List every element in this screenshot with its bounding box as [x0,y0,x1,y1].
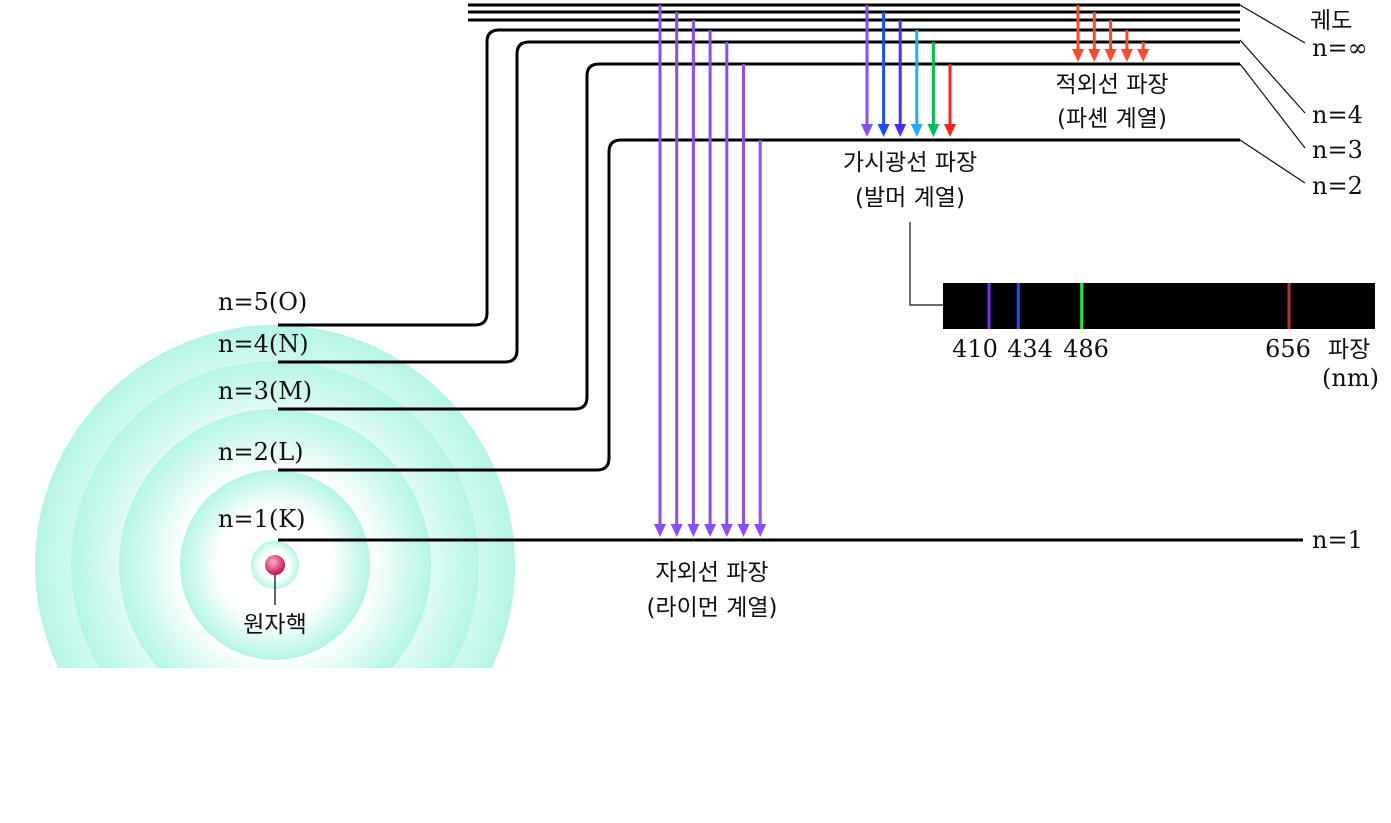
balmer-arrow [861,5,873,137]
shell-label-5: n=5(O) [218,288,307,316]
shell-label-4: n=4(N) [218,330,309,358]
nucleus [265,555,285,575]
lyman-label-1: 자외선 파장 [655,560,768,586]
level-n2 [278,138,1240,472]
level-n3 [278,62,1240,411]
paschen-arrow [1072,5,1084,62]
balmer-label-1: 가시광선 파장 [843,150,977,176]
lyman-arrow [754,140,767,537]
balmer-arrow [927,42,940,137]
spectrum-bar [943,283,1375,329]
spectrum-unit: (nm) [1322,364,1379,392]
leader-n3 [1239,63,1306,149]
spectrum-tick-label: 410 [952,335,998,363]
orbit-title: 궤도 [1310,8,1352,34]
paschen-label-1: 적외선 파장 [1055,72,1168,98]
lyman-arrow [654,5,666,537]
balmer-arrow [877,12,890,137]
paschen-arrow [1088,12,1101,62]
leader-n2 [1239,139,1306,184]
paschen-arrow [1120,30,1133,62]
label-n-inf: n=∞ [1312,34,1368,62]
lyman-label-2: (라이먼 계열) [646,595,777,621]
paschen-arrow [1104,20,1117,62]
paschen-arrow [1137,42,1150,62]
lyman-arrow [670,12,683,537]
paschen-label-2: (파셴 계열) [1057,106,1167,132]
lyman-arrow [704,30,717,537]
lyman-arrow [687,20,700,537]
balmer-arrow [944,64,956,137]
balmer-arrow [894,20,907,137]
leader-n4 [1239,39,1306,114]
shell-label-3: n=3(M) [218,377,312,405]
nucleus-label: 원자핵 [243,612,306,638]
lyman-arrow [737,64,750,537]
spectrum-tick-label: 656 [1265,335,1311,363]
shell-label-2: n=2(L) [218,438,304,466]
spectrum-axis-label: 파장 [1328,337,1370,363]
label-n2: n=2 [1312,172,1363,200]
label-n3: n=3 [1312,136,1363,164]
balmer-label-2: (발머 계열) [855,185,965,211]
spectrum-lines: 410 434 486 656 [952,283,1311,363]
level-n5 [278,28,1240,327]
leader-n-inf [1239,4,1306,44]
transition-arrows [654,5,1150,537]
shell-label-1: n=1(K) [218,505,306,533]
label-n1: n=1 [1312,526,1363,554]
spectrum-tick-label: 486 [1063,335,1109,363]
lyman-arrow [720,42,733,537]
label-n4: n=4 [1312,101,1363,129]
level-n4 [278,40,1240,364]
spectrum-leader [909,222,943,306]
balmer-arrow [910,30,923,137]
spectrum-tick-label: 434 [1007,335,1053,363]
